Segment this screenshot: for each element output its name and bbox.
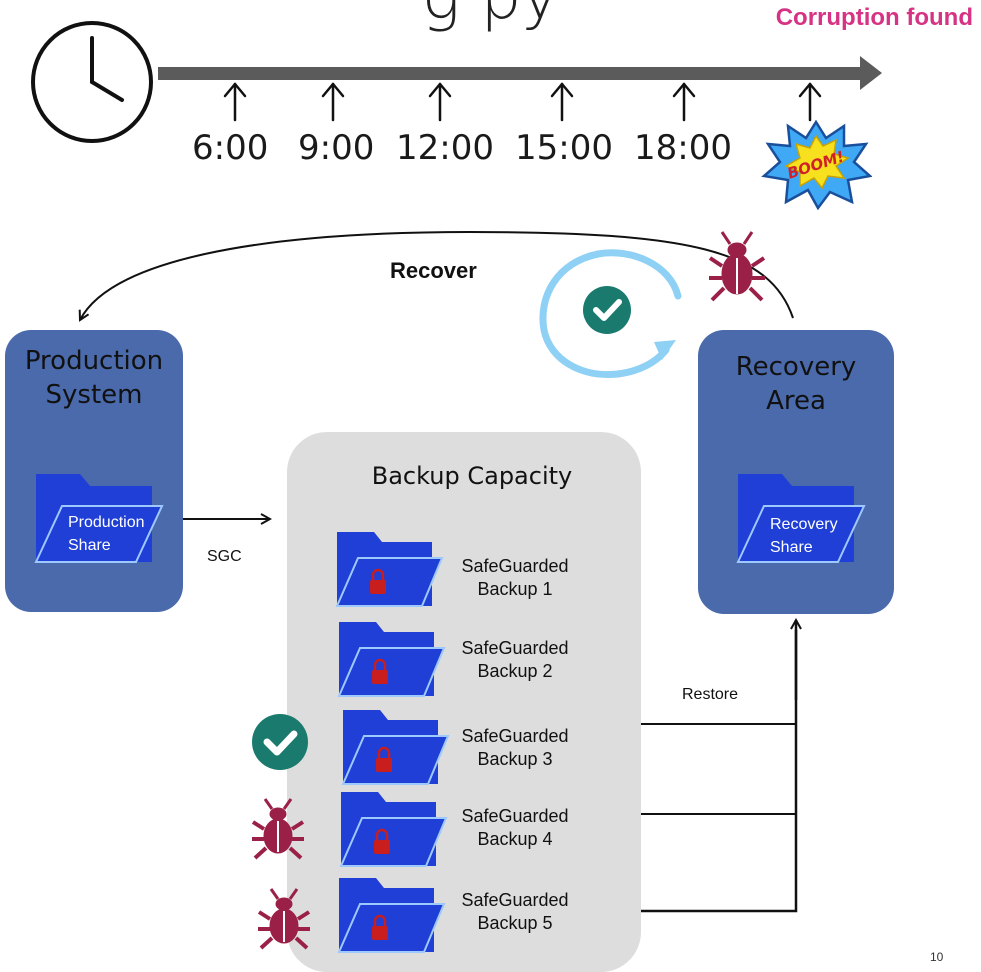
sgc-label: SGC <box>207 548 242 565</box>
locked-folder-icon[interactable] <box>336 616 446 698</box>
time-label: 9:00 <box>298 128 375 168</box>
verified-check-icon <box>539 249 682 379</box>
clock-icon <box>31 21 153 143</box>
recovery-area-box: Recovery Area <box>698 330 894 614</box>
recovery-share-line2: Share <box>770 539 813 556</box>
time-label: 18:00 <box>634 128 732 168</box>
restore-line-5 <box>612 630 798 913</box>
production-share-folder-icon[interactable] <box>32 466 166 566</box>
locked-folder-icon[interactable] <box>338 786 448 868</box>
page-title: g py <box>0 0 981 34</box>
recover-label: Recover <box>390 258 477 283</box>
time-label: 15:00 <box>515 128 613 168</box>
backup-ok-check-icon <box>252 714 308 770</box>
timeline-bar <box>158 67 862 80</box>
recovery-title-line1: Recovery <box>735 352 857 382</box>
time-label: 6:00 <box>192 128 269 168</box>
backup-capacity-title: Backup Capacity <box>371 462 573 490</box>
infected-bug-icon <box>257 888 311 950</box>
boom-burst-icon: BOOM! <box>761 119 872 210</box>
timeline-arrowhead <box>860 56 882 90</box>
infected-bug-icon <box>251 798 305 860</box>
locked-folder-icon[interactable] <box>336 872 446 954</box>
page-number: 10 <box>930 950 944 964</box>
production-title-line1: Production <box>24 346 164 376</box>
production-share-line1: Production <box>68 514 145 531</box>
timeline <box>158 56 882 122</box>
corruption-found-label: Corruption found <box>775 4 973 31</box>
title-area: g py <box>0 0 981 40</box>
production-system-box: Production System <box>5 330 183 612</box>
locked-folder-icon[interactable] <box>340 704 450 786</box>
time-label: 12:00 <box>396 128 494 168</box>
locked-folder-icon[interactable] <box>334 526 444 608</box>
recovery-share-line1: Recovery <box>770 516 838 533</box>
production-share-line2: Share <box>68 537 111 554</box>
recovery-share-folder-icon[interactable] <box>734 466 868 566</box>
recovery-title-line2: Area <box>766 386 826 416</box>
production-title-line2: System <box>45 380 143 410</box>
malware-bug-icon <box>708 231 766 302</box>
restore-label: Restore <box>682 686 739 703</box>
